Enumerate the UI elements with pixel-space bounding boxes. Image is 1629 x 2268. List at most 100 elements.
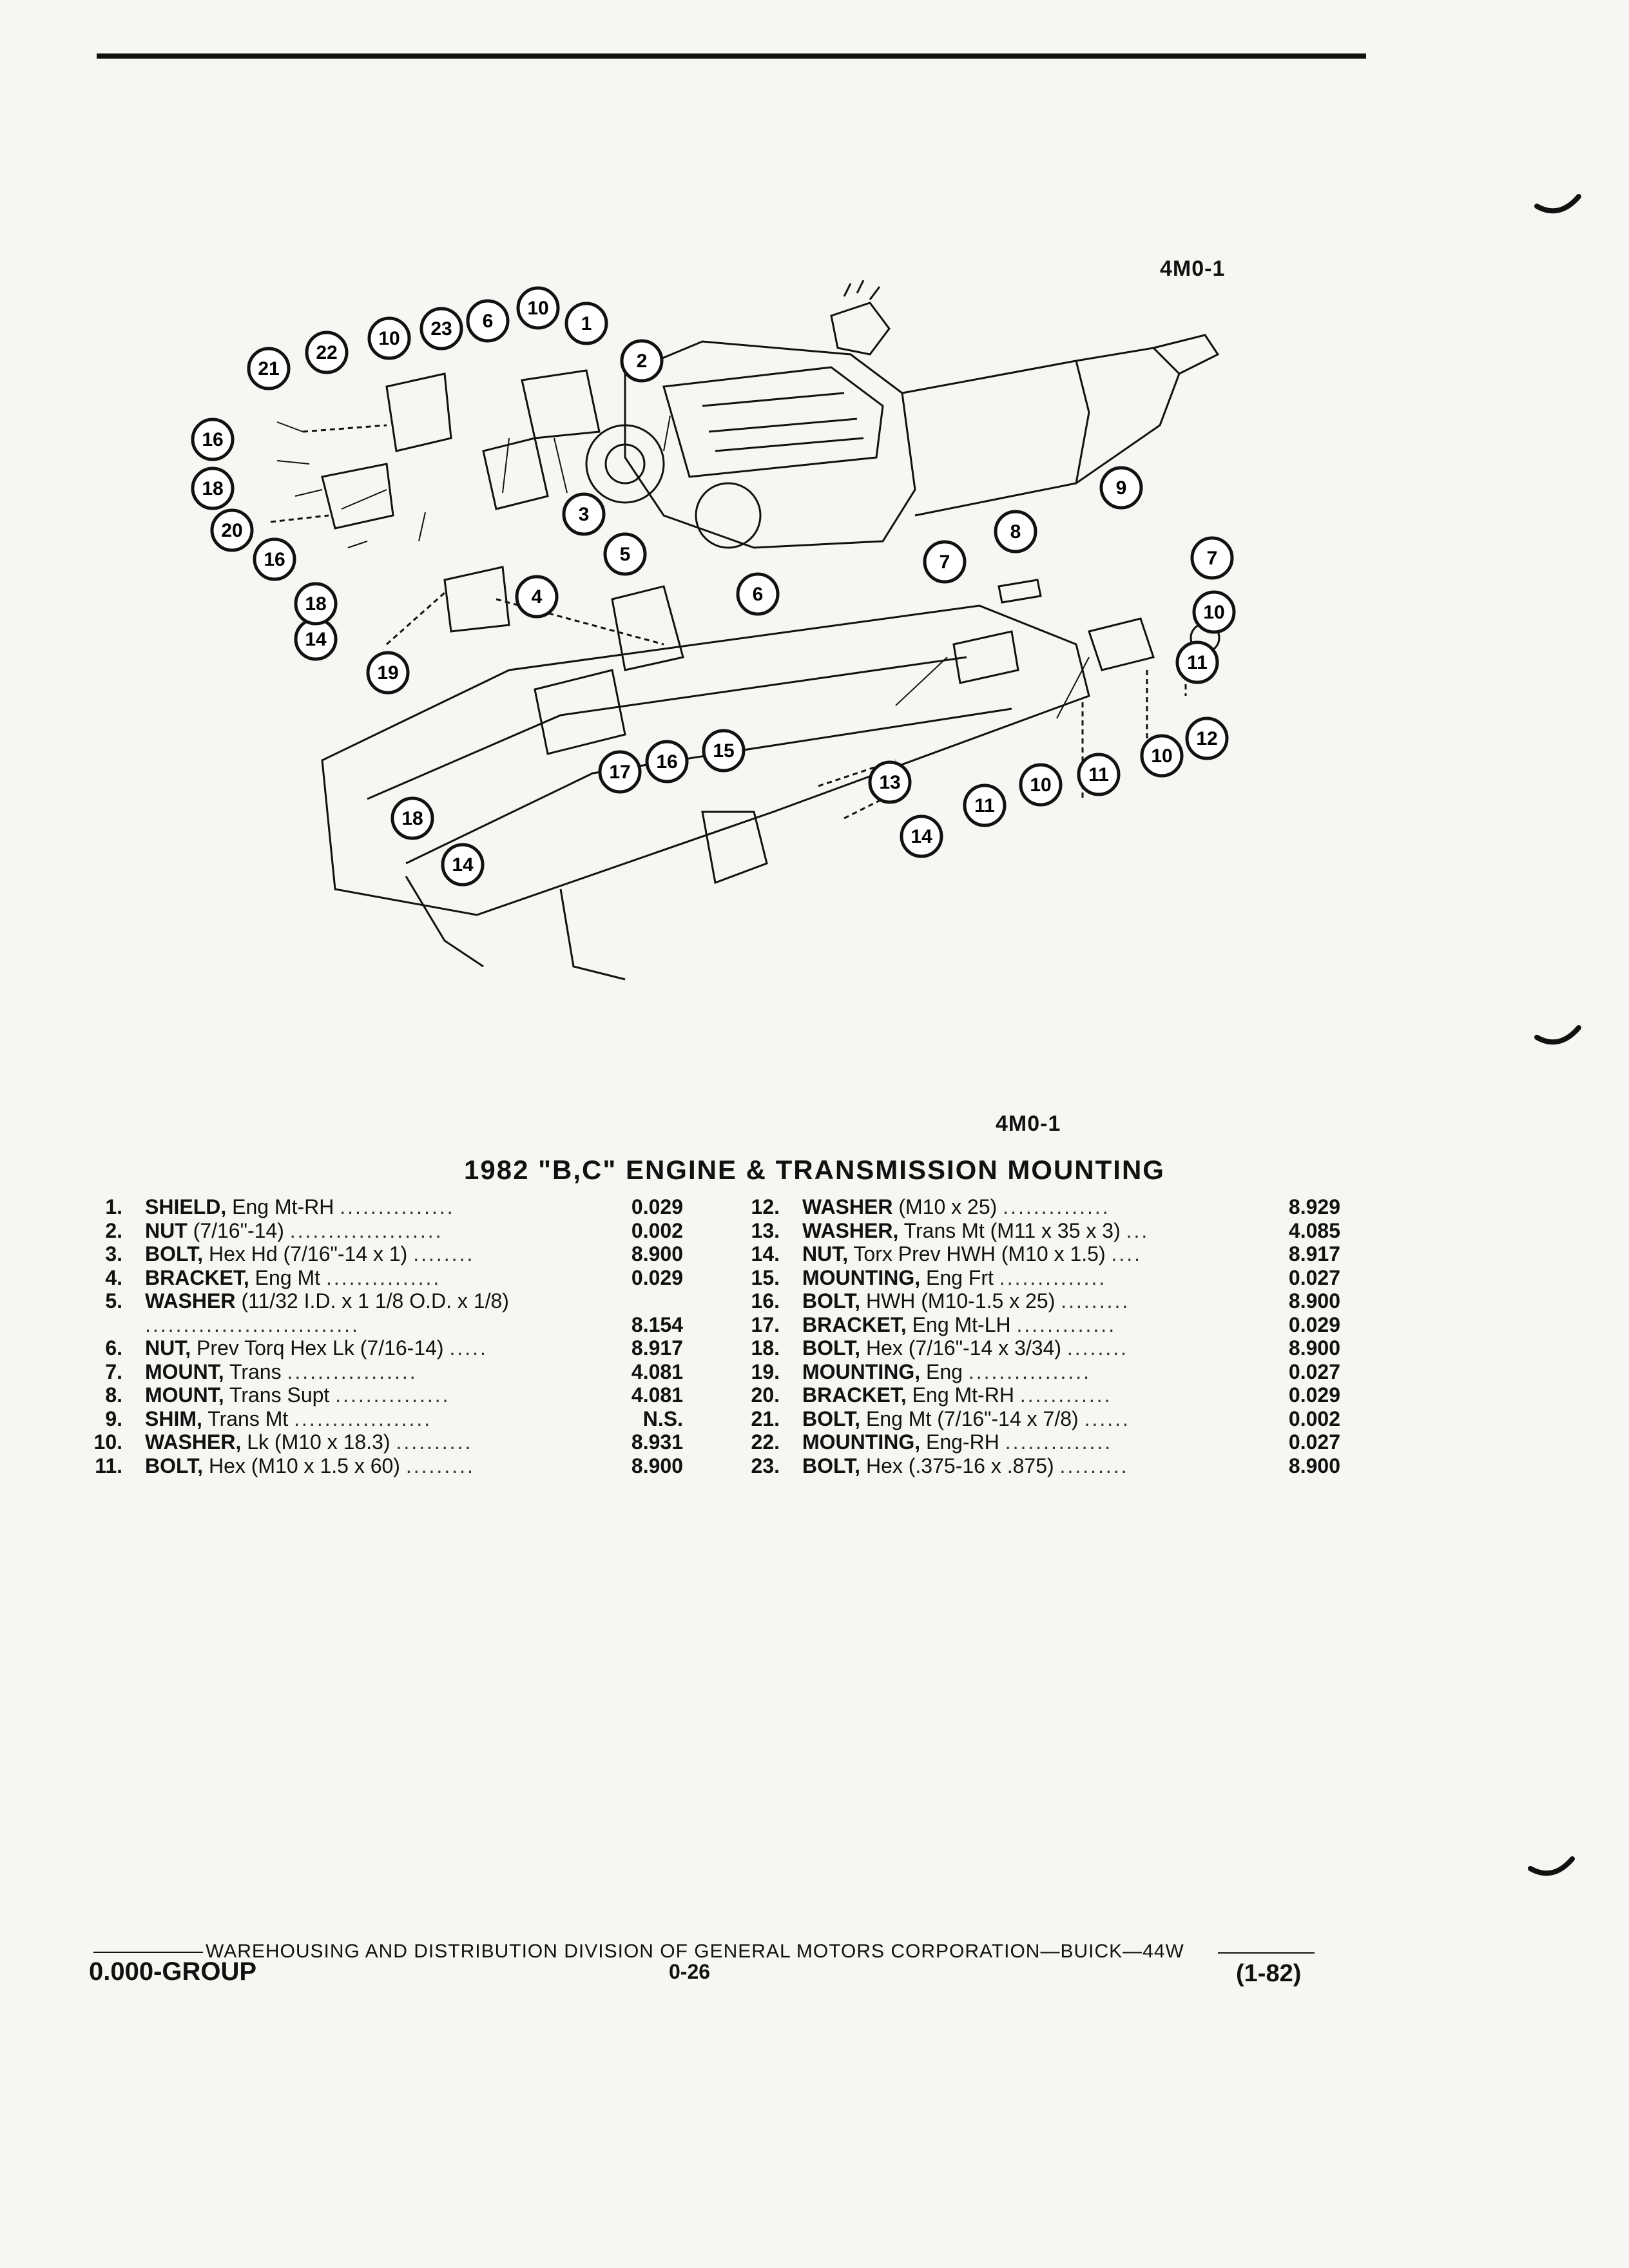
group-code: 8.917: [631, 1336, 683, 1360]
binder-mark: [1528, 1856, 1575, 1876]
crossmember: [701, 811, 768, 885]
part-name: MOUNT,: [145, 1360, 224, 1383]
leader-dots: .........: [1059, 1454, 1129, 1477]
bracket-eng-mt: [482, 437, 549, 510]
figure-id-top: 4M0-1: [1160, 256, 1226, 281]
svg-text:12: 12: [1196, 728, 1217, 749]
callout-2: 2: [620, 339, 664, 383]
part-row: 14.NUT, Torx Prev HWH (M10 x 1.5) ....8.…: [735, 1242, 1353, 1266]
part-name: WASHER: [145, 1289, 236, 1312]
group-code: 0.029: [1288, 1312, 1340, 1336]
part-name: SHIELD,: [145, 1195, 227, 1218]
svg-text:9: 9: [1116, 477, 1127, 499]
part-name: NUT,: [802, 1242, 849, 1265]
callout-7a: 7: [923, 540, 967, 584]
part-number: 9.: [105, 1407, 122, 1430]
svg-text:15: 15: [713, 740, 734, 762]
part-number: 22.: [751, 1430, 780, 1454]
callout-11a: 11: [1175, 640, 1219, 684]
part-detail: Trans Mt (M11 x 35 x 3): [903, 1218, 1121, 1242]
leader-dots: ...: [1126, 1218, 1150, 1242]
part-number: 8.: [105, 1383, 122, 1407]
mounting-eng-frt: [534, 669, 626, 755]
part-detail: Hex Hd (7/16"-14 x 1): [208, 1242, 408, 1265]
binder-mark: [1534, 194, 1581, 214]
callout-8: 8: [994, 510, 1037, 553]
engine-block: [624, 340, 916, 549]
callout-10d: 10: [1140, 734, 1184, 778]
part-description: BOLT, Hex (.375-16 x .875) .........: [802, 1454, 1273, 1478]
group-code: 8.929: [1288, 1195, 1340, 1218]
svg-text:22: 22: [316, 342, 337, 363]
drawing-linework: [270, 280, 1220, 981]
parts-list-left: 1.SHIELD, Eng Mt-RH ...............0.029…: [77, 1195, 696, 1477]
svg-text:16: 16: [264, 549, 285, 570]
part-number: 17.: [751, 1312, 780, 1336]
leader-dots: ........: [1066, 1336, 1129, 1360]
part-name: MOUNTING,: [802, 1360, 921, 1383]
part-name: BOLT,: [145, 1242, 204, 1265]
part-description: BRACKET, Eng Mt-LH .............: [802, 1313, 1273, 1337]
footer-rule: [1218, 1952, 1315, 1954]
part-row: 7.MOUNT, Trans .................4.081: [77, 1360, 696, 1384]
leader-dots: ........: [413, 1242, 475, 1265]
part-name: BRACKET,: [802, 1383, 907, 1407]
svg-text:2: 2: [637, 351, 648, 372]
part-description: NUT (7/16"-14) ....................: [145, 1219, 615, 1243]
callout-17: 17: [598, 750, 642, 794]
group-code: 8.900: [1288, 1336, 1340, 1360]
group-code: 0.002: [631, 1218, 683, 1242]
part-detail: Trans Supt: [229, 1383, 330, 1407]
part-description: MOUNTING, Eng-RH ..............: [802, 1430, 1273, 1454]
svg-text:11: 11: [974, 795, 995, 816]
bracket-eng-mt-lh: [611, 585, 684, 671]
part-row: 6.NUT, Prev Torq Hex Lk (7/16-14) .....8…: [77, 1336, 696, 1360]
part-row: 5.WASHER (11/32 I.D. x 1 1/8 O.D. x 1/8)…: [77, 1289, 696, 1336]
footer-page-number: 0-26: [669, 1960, 711, 1983]
part-number: 19.: [751, 1360, 780, 1383]
group-code: 8.900: [631, 1454, 683, 1477]
callout-10b: 10: [516, 286, 560, 330]
leader-dots: .........: [1061, 1289, 1130, 1312]
part-row: 10.WASHER, Lk (M10 x 18.3) ..........8.9…: [77, 1430, 696, 1454]
part-description: MOUNT, Trans Supt ...............: [145, 1383, 615, 1407]
svg-text:14: 14: [305, 629, 327, 650]
callout-22: 22: [305, 331, 349, 374]
part-description: WASHER, Lk (M10 x 18.3) ..........: [145, 1430, 615, 1454]
svg-text:23: 23: [430, 318, 452, 340]
part-number: 21.: [751, 1407, 780, 1430]
part-number: 5.: [105, 1289, 122, 1312]
leader-dots: ..............: [1005, 1430, 1113, 1454]
group-code: N.S.: [642, 1407, 683, 1430]
part-row: 23.BOLT, Hex (.375-16 x .875) .........8…: [735, 1454, 1353, 1478]
page-title: 1982 "B,C" ENGINE & TRANSMISSION MOUNTIN…: [464, 1155, 1165, 1185]
part-name: WASHER,: [802, 1218, 899, 1242]
part-description: BOLT, Hex (7/16"-14 x 3/34) ........: [802, 1336, 1273, 1360]
callout-1: 1: [564, 302, 608, 345]
mounting-eng: [443, 566, 510, 633]
part-detail: Trans Mt: [207, 1407, 289, 1430]
part-number: 2.: [105, 1218, 122, 1242]
leader-dots: ....: [1111, 1242, 1142, 1265]
part-number: 10.: [93, 1430, 122, 1454]
callout-11b: 11: [1077, 753, 1121, 796]
part-number: 13.: [751, 1218, 780, 1242]
part-number: 3.: [105, 1242, 122, 1265]
part-detail: Trans: [229, 1360, 282, 1383]
group-code: 8.900: [1288, 1289, 1340, 1312]
part-name: BRACKET,: [145, 1265, 249, 1289]
part-number: 14.: [751, 1242, 780, 1265]
part-name: BOLT,: [802, 1407, 861, 1430]
callout-12: 12: [1185, 716, 1229, 760]
leader-dots: ..............: [999, 1265, 1107, 1289]
group-code: 8.900: [631, 1242, 683, 1265]
svg-text:10: 10: [1151, 745, 1172, 767]
leader-dots: ..........: [396, 1430, 473, 1454]
leader-dots: ...............: [335, 1383, 450, 1407]
part-description: MOUNT, Trans .................: [145, 1360, 615, 1384]
callout-16a: 16: [191, 418, 235, 461]
part-detail: Eng: [925, 1360, 963, 1383]
callout-23: 23: [419, 307, 463, 351]
part-name: BOLT,: [802, 1289, 861, 1312]
part-description: MOUNTING, Eng Frt ..............: [802, 1266, 1273, 1290]
